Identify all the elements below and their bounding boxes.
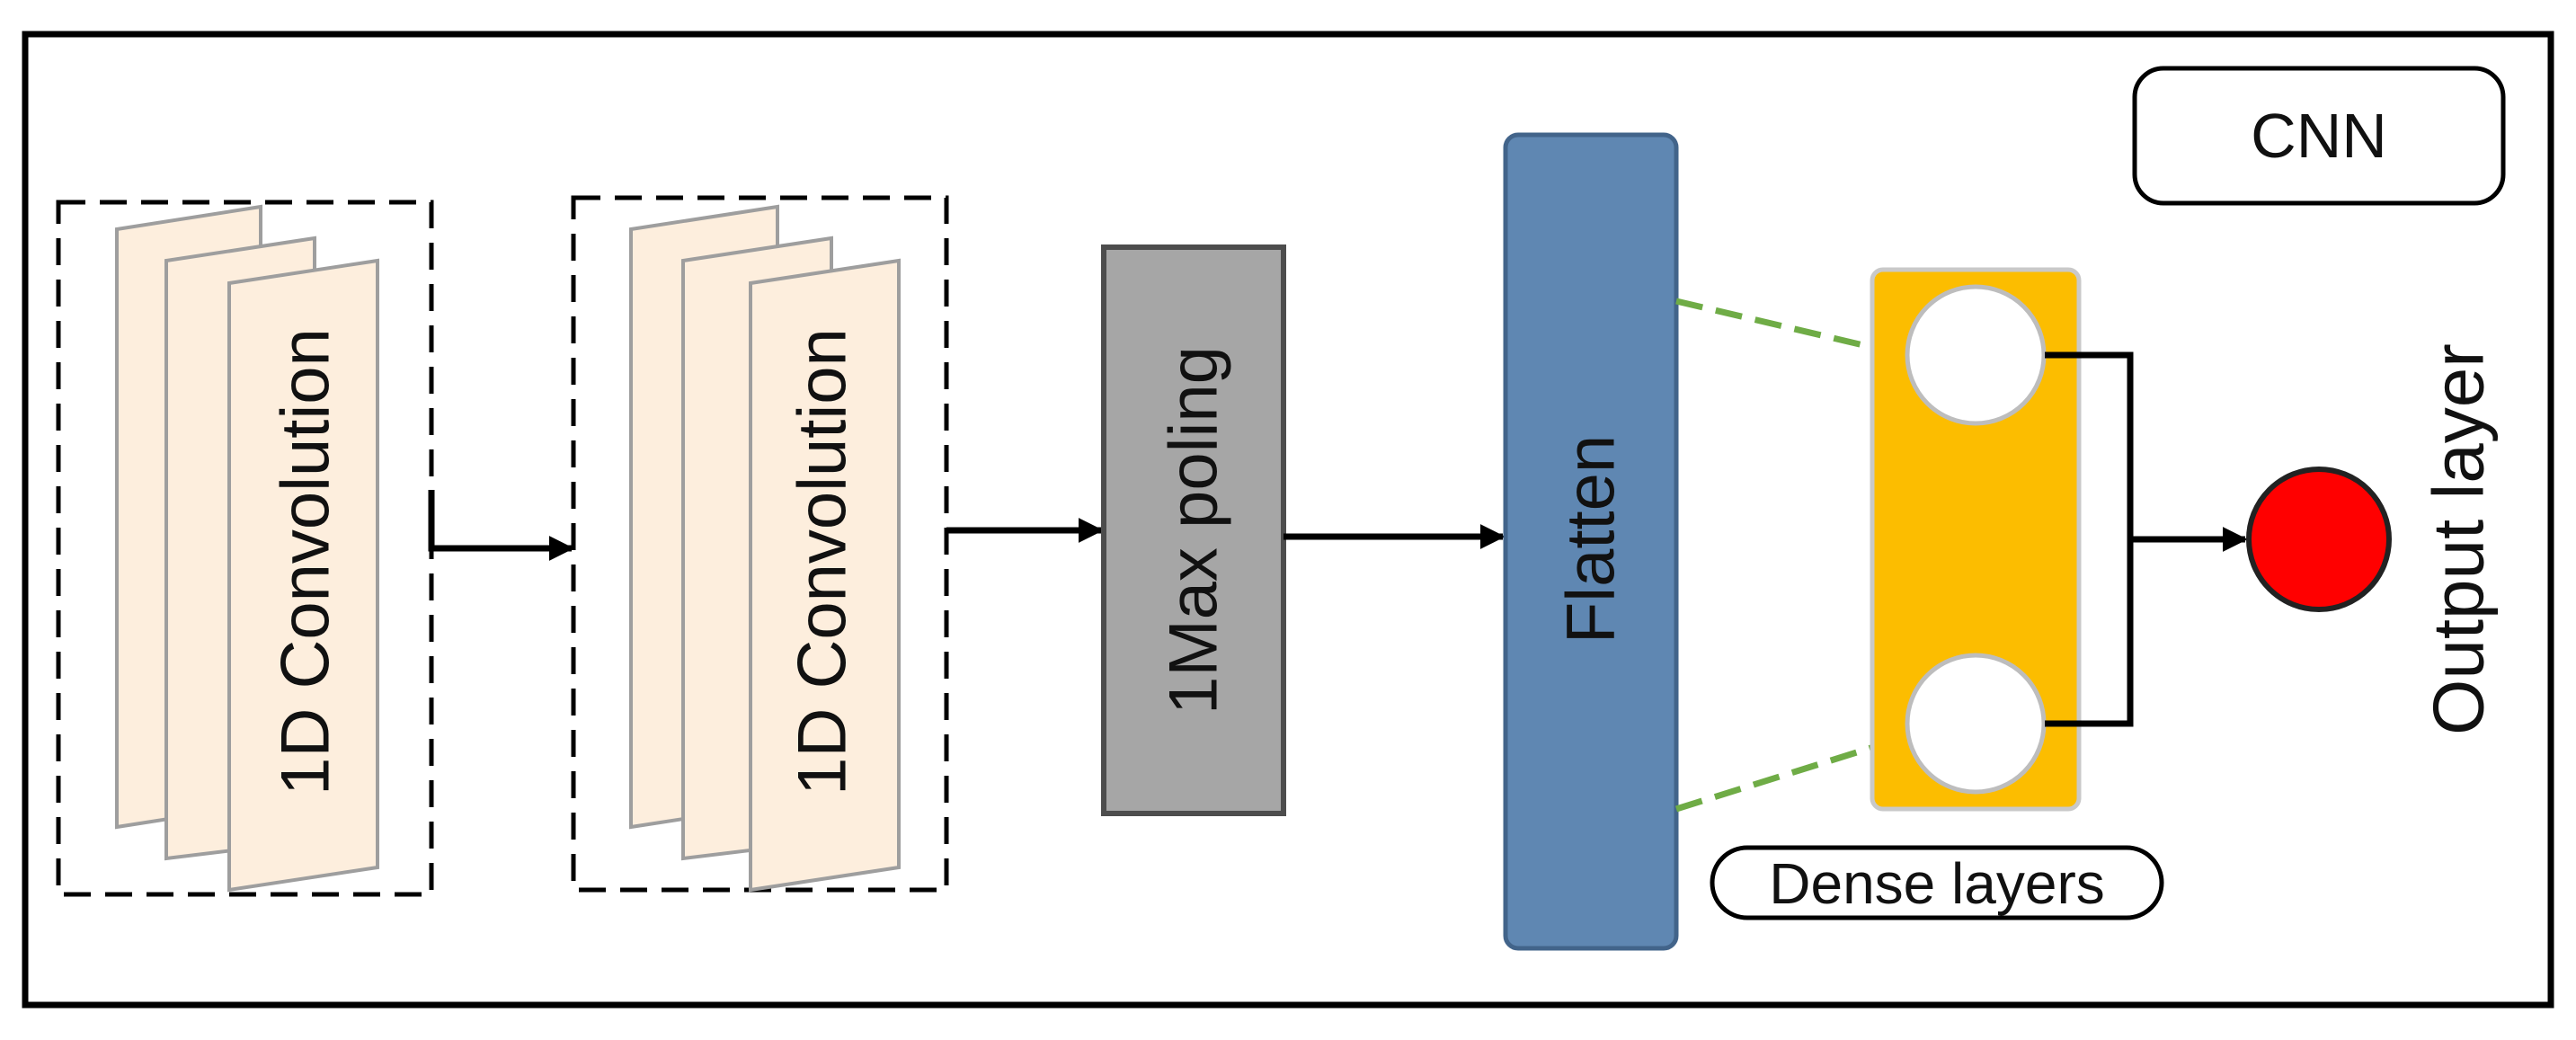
conv-block-1-label: 1D Convolution — [268, 328, 344, 796]
cnn-badge: CNN — [2132, 66, 2506, 206]
flatten-box — [1503, 132, 1679, 951]
flatten-block: Flatten — [1503, 132, 1679, 951]
dense-layers-caption-box — [1710, 845, 2164, 920]
max-pooling-box — [1101, 244, 1286, 816]
output-layer-label: Output layer — [2419, 343, 2499, 735]
feature-map — [227, 258, 379, 893]
neuron-top — [1905, 284, 2047, 426]
dense-layers-caption: Dense layers — [1710, 845, 2164, 920]
cnn-badge-box — [2132, 66, 2506, 206]
cnn-badge-label: CNN — [2251, 101, 2387, 171]
conv-block-1: 1D Convolution — [56, 200, 434, 897]
max-pooling-label: 1Max poling — [1156, 346, 1232, 715]
conv-block-2-label: 1D Convolution — [785, 328, 861, 796]
max-pooling-block: 1Max poling — [1101, 244, 1286, 816]
dense-layers-box — [1870, 267, 2082, 812]
dense-layers-block — [1870, 267, 2082, 812]
feature-map — [749, 258, 901, 893]
flatten-label: Flatten — [1553, 435, 1630, 644]
conv-block-2: 1D Convolution — [571, 195, 949, 893]
dense-layers-caption-label: Dense layers — [1769, 851, 2105, 916]
arrow-conv1-to-conv2 — [428, 490, 574, 561]
output-neuron — [2246, 467, 2392, 612]
neuron-bottom — [1905, 653, 2047, 795]
